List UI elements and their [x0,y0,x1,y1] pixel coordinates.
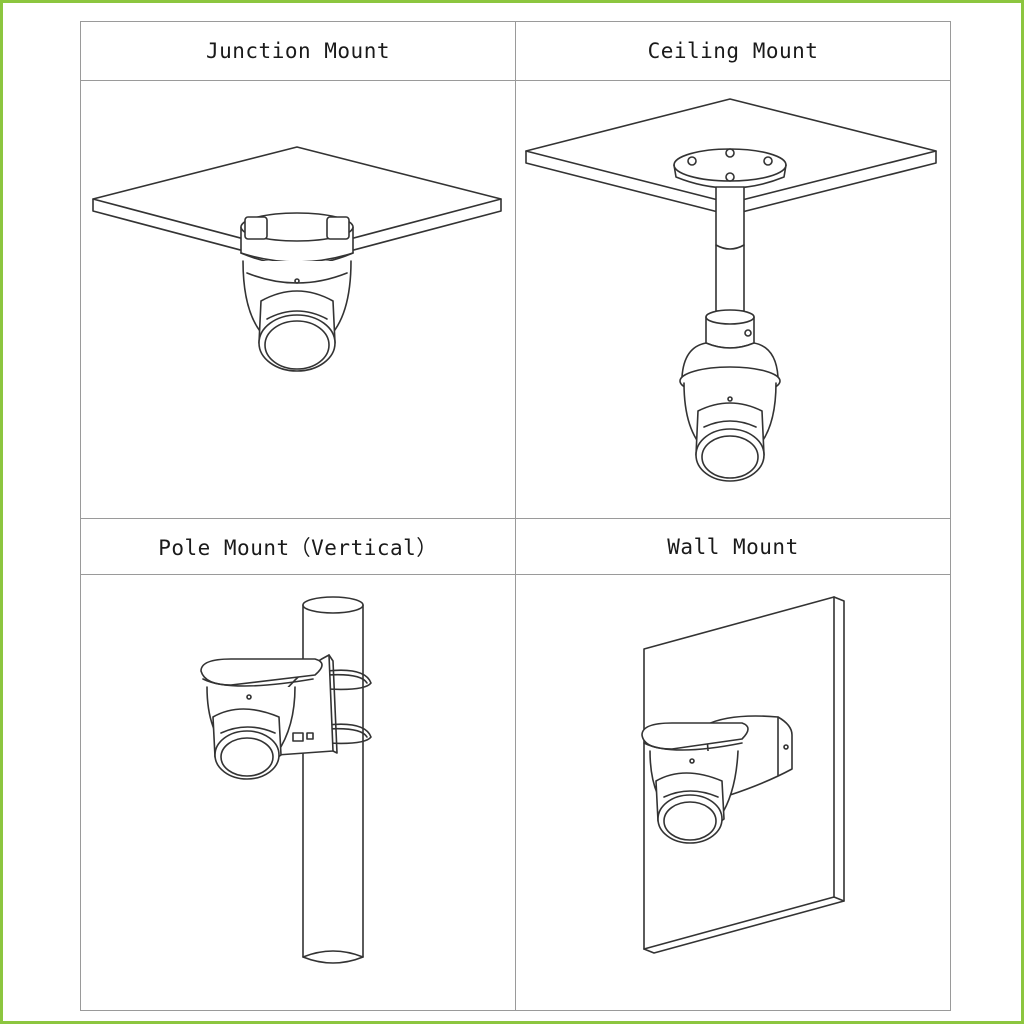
grid-divider-horizontal [81,518,950,519]
mount-grid: Junction Mount [80,21,951,1011]
dome-camera [201,659,322,779]
panel-pole-mount: Pole Mount（Vertical） [81,519,515,1010]
pole-mount-illustration [81,575,515,1010]
panel-wall-mount: Wall Mount [516,519,950,1010]
dome-camera [243,261,351,371]
junction-box [241,213,353,265]
dome-camera [642,723,748,843]
pole [303,597,363,963]
panel-ceiling-mount: Ceiling Mount [516,22,950,518]
dome-camera [684,383,776,481]
panel-title-pole-mount: Pole Mount（Vertical） [81,519,515,575]
ceiling-mount-base [674,149,786,188]
grid-divider-vertical [515,22,516,1010]
panel-title-junction-mount: Junction Mount [81,22,515,81]
panel-title-ceiling-mount: Ceiling Mount [516,22,950,81]
panel-title-wall-mount: Wall Mount [516,519,950,575]
ceiling-mount-illustration [516,81,950,518]
pendant-adapter [680,310,780,395]
wall-mount-illustration [516,575,950,1010]
junction-mount-illustration [81,81,515,518]
panel-junction-mount: Junction Mount [81,22,515,518]
pendant-pipe [716,187,744,311]
